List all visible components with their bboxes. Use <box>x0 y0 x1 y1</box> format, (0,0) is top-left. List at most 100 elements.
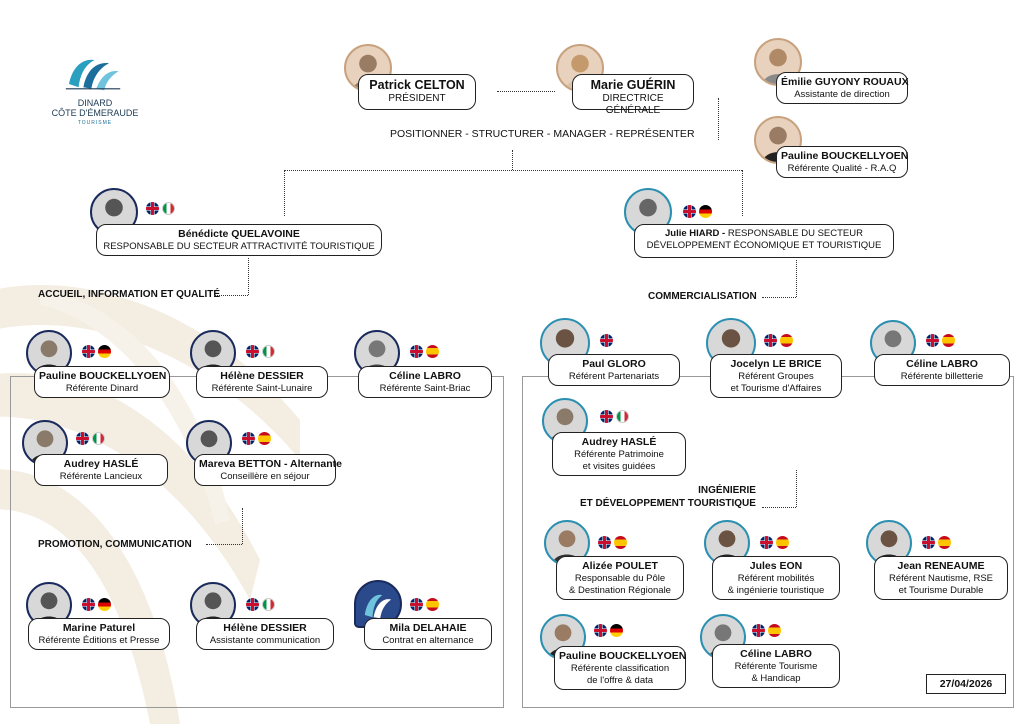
staff-role: Référente Saint-Lunaire <box>211 383 313 394</box>
staff-name: Alizée POULET <box>582 560 658 572</box>
uk-flag-icon <box>752 624 765 637</box>
connector-line <box>796 260 797 297</box>
staff-card: Alizée POULET Responsable du Pôle & Dest… <box>556 556 684 600</box>
italy-flag-icon <box>262 345 275 358</box>
staff-name: Jules EON <box>749 560 803 572</box>
staff-card: Hélène DESSIER Référente Saint-Lunaire <box>196 366 328 398</box>
staff-role: Responsable du Pôle <box>574 573 666 584</box>
mission-tagline: POSITIONNER - STRUCTURER - MANAGER - REP… <box>390 128 695 140</box>
staff-role-2: et Tourisme Durable <box>898 585 984 596</box>
language-flags <box>410 598 439 611</box>
staff-role-2: & ingénierie touristique <box>727 585 825 596</box>
staff-role: Référente Éditions et Presse <box>38 635 160 646</box>
staff-name: Jocelyn LE BRICE <box>730 358 822 370</box>
staff-role: Référente Lancieux <box>59 471 143 482</box>
staff-card: Céline LABRO Référente Tourisme & Handic… <box>712 644 840 688</box>
connector-line <box>512 150 513 170</box>
connector-line <box>762 297 796 298</box>
right-head-name: Julie HIARD - <box>665 228 726 239</box>
connector-line <box>718 98 719 140</box>
staff-name: Céline LABRO <box>740 648 812 660</box>
language-flags <box>146 202 175 215</box>
staff-name: Pauline BOUCKELLYOEN <box>559 650 687 662</box>
staff-role-2: et Tourisme d'Affaires <box>730 383 822 394</box>
staff-card: Céline LABRO Référente Saint-Briac <box>358 366 492 398</box>
uk-flag-icon <box>926 334 939 347</box>
uk-flag-icon <box>76 432 89 445</box>
staff-role: Référente classification <box>570 663 670 674</box>
language-flags <box>600 410 629 423</box>
language-flags <box>752 624 781 637</box>
language-flags <box>76 432 105 445</box>
left-head-role: RESPONSABLE DU SECTEUR ATTRACTIVITÉ TOUR… <box>103 241 375 252</box>
language-flags <box>764 334 793 347</box>
uk-flag-icon <box>764 334 777 347</box>
uk-flag-icon <box>760 536 773 549</box>
president-card: Patrick CELTON PRÉSIDENT <box>358 74 476 110</box>
italy-flag-icon <box>162 202 175 215</box>
connector-line <box>497 91 555 92</box>
staff-card: Mareva BETTON - Alternante Conseillère e… <box>194 454 342 486</box>
staff-role: Référent Nautisme, RSE <box>888 573 993 584</box>
staff-name: Pauline BOUCKELLYOEN <box>39 370 167 382</box>
left-head-name: Bénédicte QUELAVOINE <box>178 228 300 240</box>
uk-flag-icon <box>242 432 255 445</box>
staff-name: Marine Paturel <box>62 622 136 634</box>
language-flags <box>82 598 111 611</box>
staff-name: Céline LABRO <box>389 370 461 382</box>
staff-name: Hélène DESSIER <box>223 622 307 634</box>
connector-line <box>214 295 248 296</box>
assistant-role: Assistante de direction <box>794 89 890 100</box>
staff-card: Paul GLORO Référent Partenariats <box>548 354 680 386</box>
staff-role: Référente billetterie <box>900 371 984 382</box>
section-title-ingenierie: INGÉNIERIE ET DÉVELOPPEMENT TOURISTIQUE <box>580 484 756 510</box>
logo-line-3: TOURISME <box>77 120 113 126</box>
spain-flag-icon <box>768 624 781 637</box>
language-flags <box>598 536 627 549</box>
staff-card: Hélène DESSIER Assistante communication <box>196 618 334 650</box>
staff-card: Jocelyn LE BRICE Référent Groupes et Tou… <box>710 354 842 398</box>
connector-line <box>796 470 797 507</box>
language-flags <box>683 205 712 218</box>
logo-line-2: CÔTE D'ÉMERAUDE <box>51 108 139 118</box>
staff-card: Marine Paturel Référente Éditions et Pre… <box>28 618 170 650</box>
spain-flag-icon <box>258 432 271 445</box>
staff-role: Référent mobilités <box>737 573 815 584</box>
staff-card: Pauline BOUCKELLYOEN Référente Dinard <box>34 366 170 398</box>
staff-name: Mareva BETTON - Alternante <box>199 458 342 470</box>
staff-role: Référente Tourisme <box>734 661 818 672</box>
staff-card: Jean RENEAUME Référent Nautisme, RSE et … <box>874 556 1008 600</box>
section-title-line-2: ET DÉVELOPPEMENT TOURISTIQUE <box>580 498 756 509</box>
connector-line <box>248 258 249 295</box>
staff-name: Mila DELAHAIE <box>389 622 467 634</box>
staff-role-2: de l'offre & data <box>586 675 654 686</box>
language-flags <box>926 334 955 347</box>
right-head-role-2: DÉVELOPPEMENT ÉCONOMIQUE ET TOURISTIQUE <box>646 240 882 251</box>
quality-name: Pauline BOUCKELLYOEN <box>781 150 909 162</box>
section-title-accueil: ACCUEIL, INFORMATION ET QUALITÉ <box>38 289 221 300</box>
staff-card: Audrey HASLÉ Référente Patrimoine et vis… <box>552 432 686 476</box>
spain-flag-icon <box>426 345 439 358</box>
staff-name: Hélène DESSIER <box>220 370 304 382</box>
uk-flag-icon <box>82 345 95 358</box>
uk-flag-icon <box>600 410 613 423</box>
right-head-role: RESPONSABLE DU SECTEUR <box>727 228 863 239</box>
right-head-card: Julie HIARD - RESPONSABLE DU SECTEUR DÉV… <box>634 224 894 258</box>
brand-logo-text: DINARD CÔTE D'ÉMERAUDE TOURISME <box>40 98 150 128</box>
director-role: DIRECTRICE GÉNÉRALE <box>602 93 664 116</box>
language-flags <box>410 345 439 358</box>
uk-flag-icon <box>594 624 607 637</box>
staff-card: Céline LABRO Référente billetterie <box>874 354 1010 386</box>
spain-flag-icon <box>776 536 789 549</box>
assistant-card: Émilie GUYONY ROUAUX Assistante de direc… <box>776 72 909 104</box>
germany-flag-icon <box>699 205 712 218</box>
section-title-promotion: PROMOTION, COMMUNICATION <box>38 539 192 550</box>
spain-flag-icon <box>780 334 793 347</box>
staff-role: Contrat en alternance <box>382 635 474 646</box>
italy-flag-icon <box>92 432 105 445</box>
staff-role: Conseillère en séjour <box>220 471 310 482</box>
language-flags <box>922 536 951 549</box>
staff-role-2: & Destination Régionale <box>569 585 671 596</box>
uk-flag-icon <box>246 345 259 358</box>
uk-flag-icon <box>600 334 613 347</box>
